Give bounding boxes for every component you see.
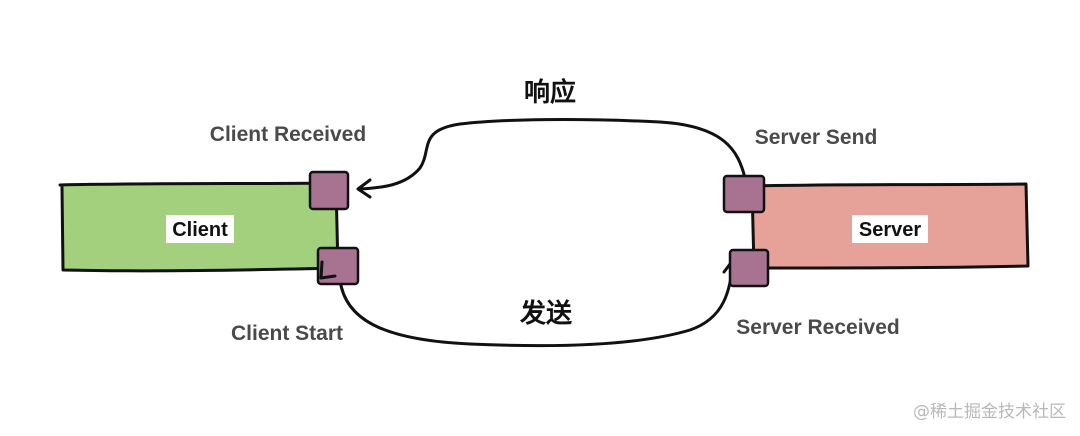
client-received-label: Client Received <box>210 123 366 146</box>
port-client-start-square <box>316 246 360 286</box>
port-server-received[interactable] <box>728 248 770 288</box>
port-server-send-square <box>722 174 766 214</box>
send-arrow-line <box>338 260 735 348</box>
port-server-received-square <box>728 248 770 288</box>
server-node[interactable]: Server <box>748 182 1030 270</box>
response-arrowhead <box>356 178 372 199</box>
client-start-label: Client Start <box>231 322 343 345</box>
response-label: 响应 <box>524 77 576 108</box>
server-send-label: Server Send <box>755 126 878 149</box>
client-label: Client <box>172 219 228 241</box>
server-received-label: Server Received <box>736 316 899 339</box>
server-label: Server <box>859 219 921 241</box>
port-client-received-square <box>308 170 350 211</box>
send-label: 发送 <box>519 298 572 329</box>
client-start-tick <box>319 260 337 280</box>
client-node[interactable]: Client <box>58 181 342 273</box>
server-label-bg <box>852 215 928 243</box>
watermark-text: @稀土掘金技术社区 <box>913 402 1066 422</box>
response-arrow-line <box>358 118 747 191</box>
client-label-bg <box>166 215 234 243</box>
port-server-send[interactable] <box>722 174 766 214</box>
port-client-received[interactable] <box>308 170 350 211</box>
port-client-start[interactable] <box>316 246 360 286</box>
